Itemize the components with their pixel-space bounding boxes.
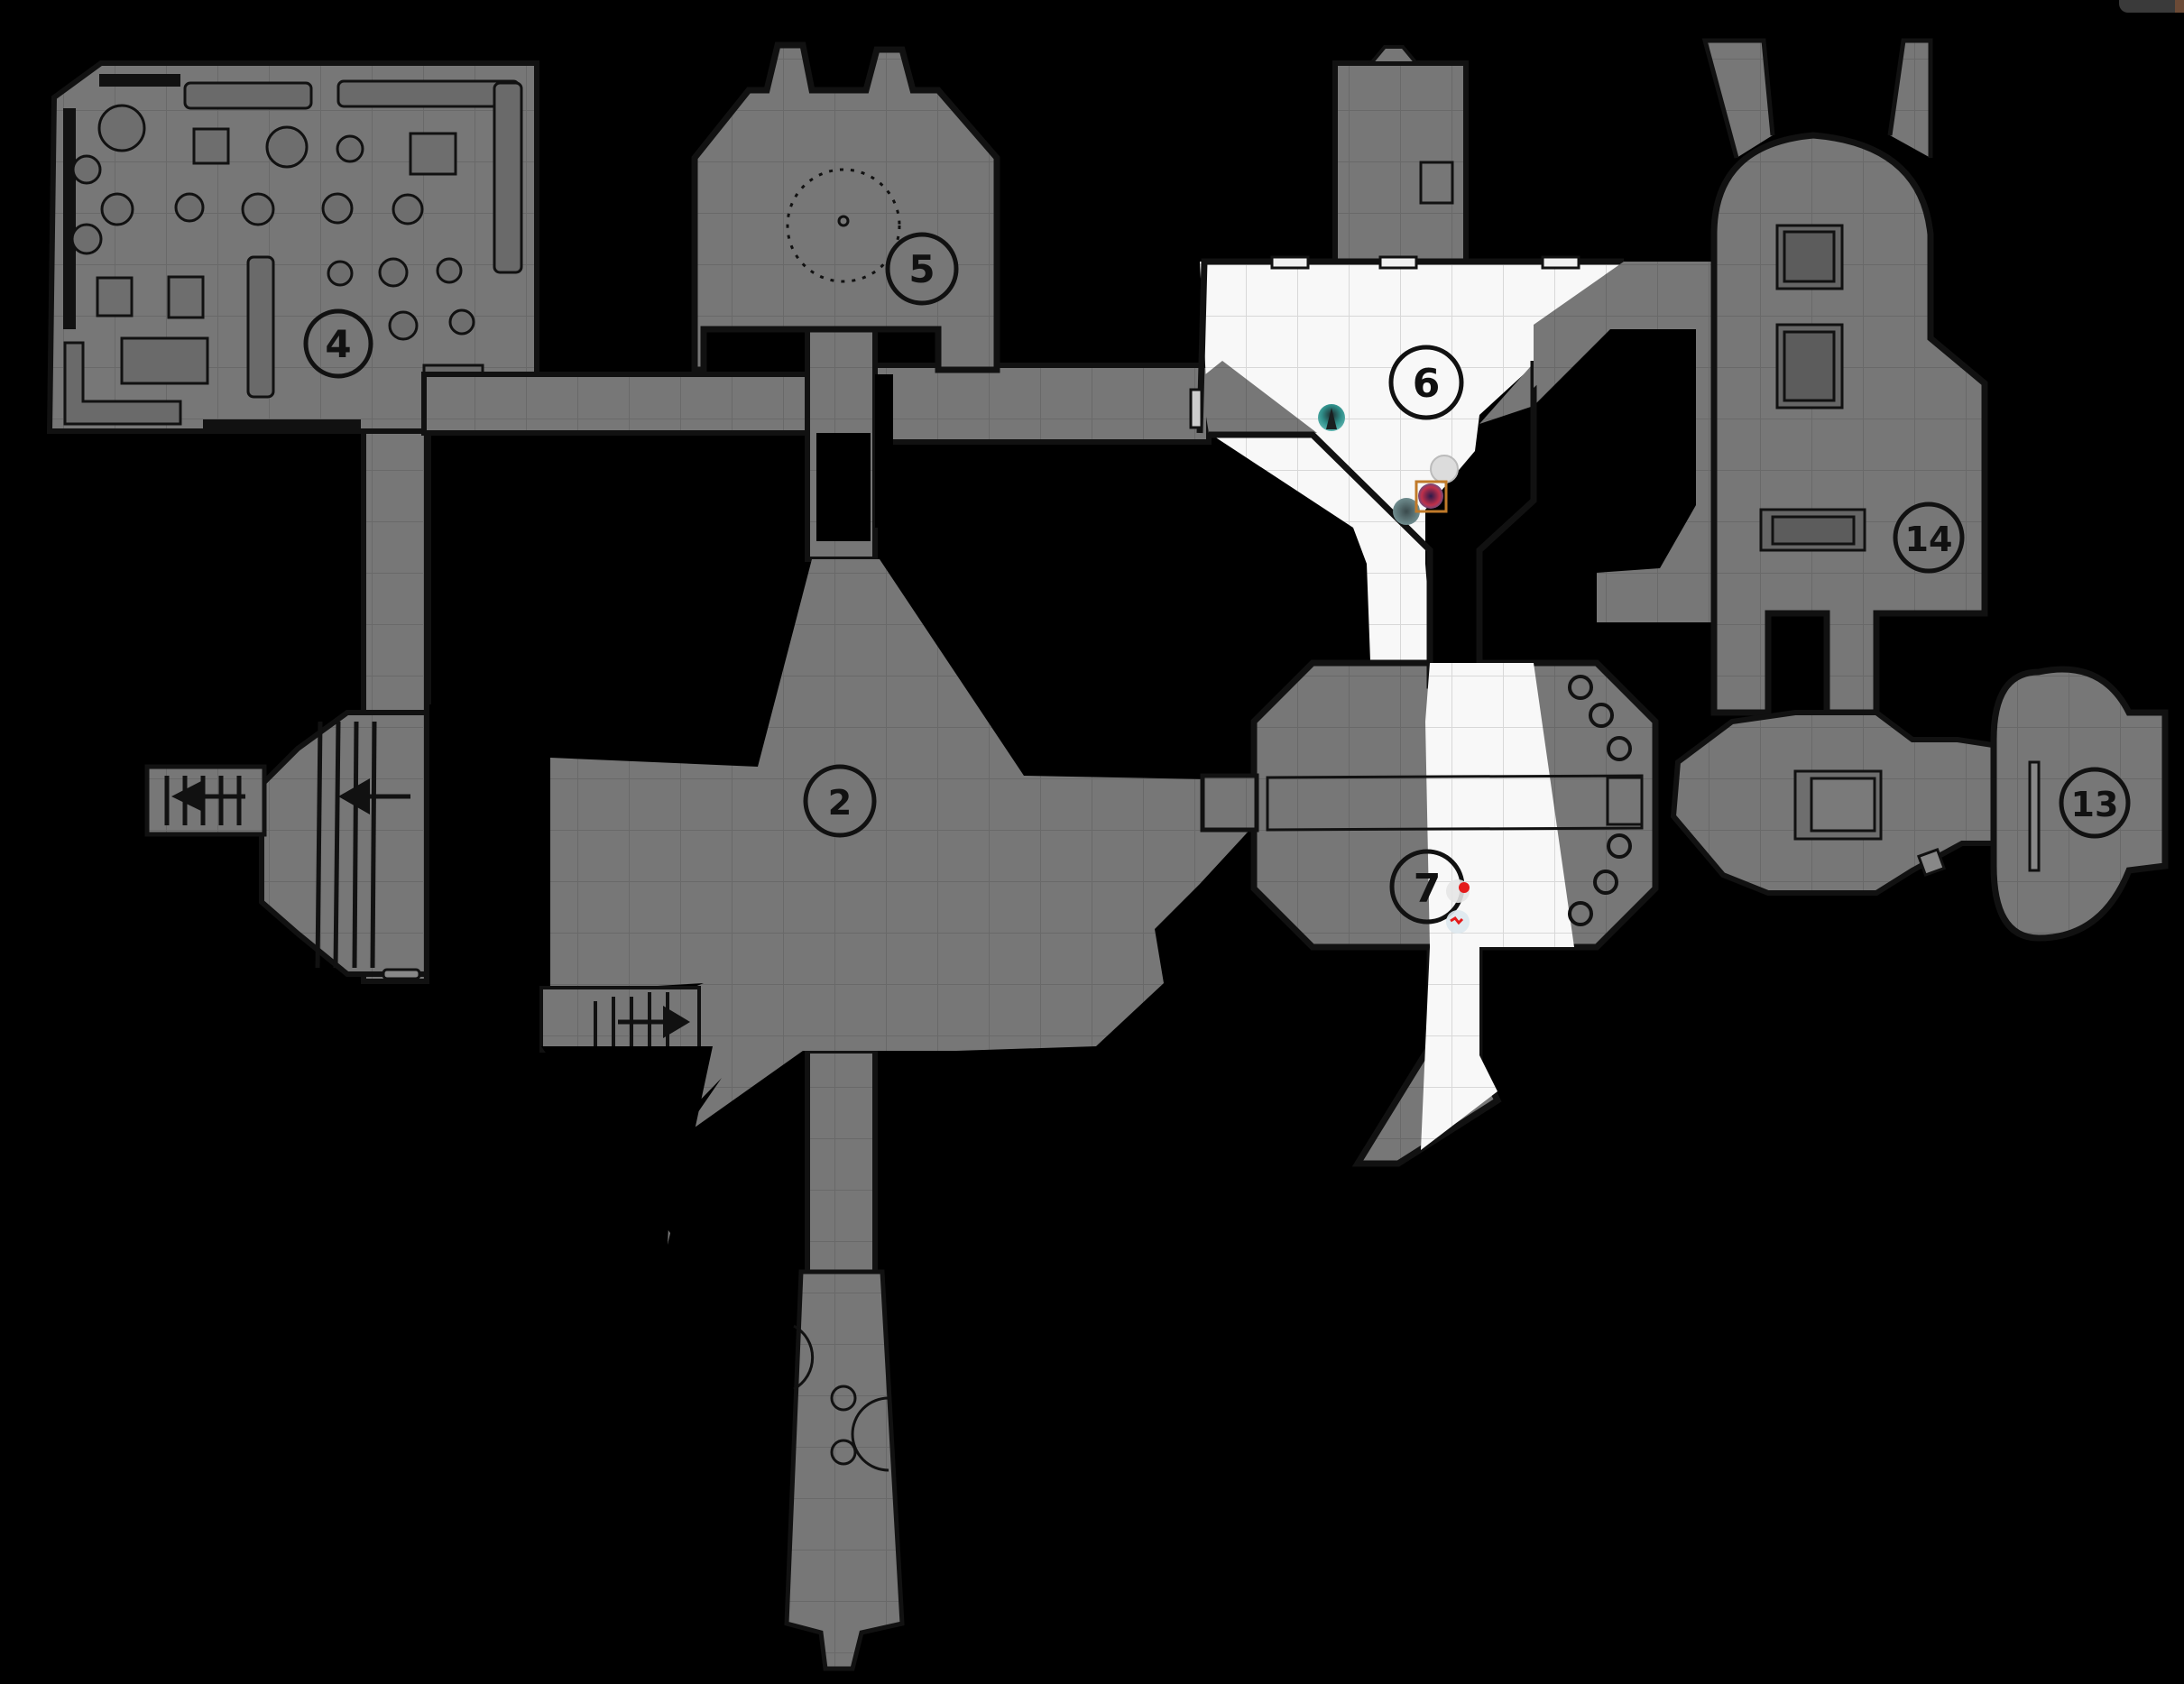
south-west-stairs-arrow-icon	[618, 1006, 690, 1038]
svg-text:7: 7	[1414, 866, 1442, 912]
svg-text:14: 14	[1905, 520, 1953, 559]
bloodied-token-1[interactable]	[1446, 879, 1470, 903]
room-7	[1200, 659, 1659, 1167]
room-label-6: 6	[1388, 345, 1464, 420]
room-6	[1189, 45, 1714, 686]
room-5	[691, 41, 1000, 373]
svg-text:5: 5	[908, 247, 935, 291]
room-14	[1701, 38, 1988, 716]
svg-text:2: 2	[828, 783, 852, 823]
armored-figure-token[interactable]	[1393, 498, 1420, 525]
room-label-13: 13	[2059, 767, 2131, 839]
bloodied-token-2[interactable]	[1446, 910, 1470, 934]
east-passage	[1534, 262, 1714, 622]
west-stairs-arrow-icon	[171, 778, 410, 814]
room-label-5: 5	[885, 232, 959, 306]
red-blue-hero-token[interactable]	[1415, 480, 1448, 513]
room-label-2: 2	[803, 764, 877, 838]
ui-corner-panel[interactable]	[2119, 0, 2184, 13]
svg-text:4: 4	[325, 322, 351, 366]
ui-corner-accent	[2175, 0, 2184, 13]
north-corridor	[421, 322, 1212, 562]
ghost-token[interactable]	[1430, 455, 1459, 483]
room-label-14: 14	[1893, 502, 1965, 574]
west-corridor	[144, 428, 429, 984]
hooded-figure-token[interactable]	[1318, 404, 1345, 431]
room-label-4: 4	[303, 308, 373, 379]
svg-text:6: 6	[1413, 361, 1441, 407]
svg-text:13: 13	[2071, 785, 2119, 824]
south-corridor	[784, 1048, 905, 1671]
room-2	[539, 559, 1254, 1245]
